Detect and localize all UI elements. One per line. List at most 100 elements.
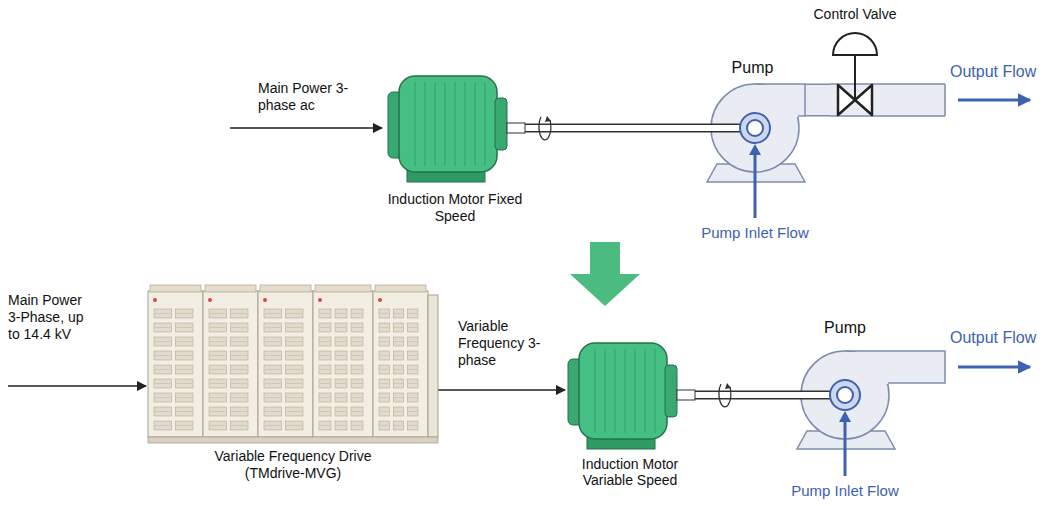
grille — [232, 327, 248, 328]
motor-rib — [485, 82, 486, 166]
flow-arrow — [958, 366, 1030, 369]
cabinet — [148, 291, 203, 437]
grille — [351, 337, 363, 346]
grille — [155, 313, 171, 314]
vfd-icon — [148, 285, 438, 445]
grille — [265, 369, 281, 370]
inlet-arrow — [839, 411, 851, 422]
flow-arrow — [958, 99, 1030, 102]
grille — [408, 351, 418, 360]
grille — [393, 421, 403, 430]
pump-drawing — [700, 84, 805, 218]
grille — [176, 379, 194, 388]
valve-drawing — [830, 33, 880, 116]
cabinet — [258, 291, 313, 437]
grille — [379, 337, 389, 346]
grille — [231, 393, 249, 402]
grille — [394, 327, 402, 328]
grille — [210, 383, 226, 384]
motor-shaft — [507, 123, 525, 133]
grille — [319, 337, 331, 346]
power-arrow — [230, 127, 382, 129]
pipe — [805, 85, 830, 115]
grille — [264, 309, 282, 318]
grille — [177, 313, 193, 314]
grille — [351, 365, 363, 374]
control-valve: Control Valve — [805, 5, 905, 118]
grille — [351, 323, 363, 332]
grille — [155, 397, 171, 398]
grille — [265, 341, 281, 342]
grille — [287, 411, 303, 412]
grille — [379, 351, 389, 360]
grille — [394, 313, 402, 314]
pump-outlet — [845, 351, 945, 383]
grille — [351, 407, 363, 416]
pump-icon — [700, 78, 805, 188]
motor-fixed: Induction Motor Fixed Speed — [385, 43, 525, 225]
grille — [320, 411, 330, 412]
grille — [154, 351, 172, 360]
grille — [336, 313, 346, 314]
motor-variable: Induction Motor Variable Speed — [565, 325, 695, 488]
grille — [264, 393, 282, 402]
motor-rib — [655, 349, 656, 433]
cabinet-top — [375, 285, 426, 292]
motor-rib — [605, 349, 606, 433]
transition-arrow — [570, 242, 640, 306]
valve-body — [838, 85, 872, 115]
grille — [232, 341, 248, 342]
grille — [264, 379, 282, 388]
grille — [380, 425, 388, 426]
grille — [336, 383, 346, 384]
grille — [209, 393, 227, 402]
grille — [408, 407, 418, 416]
rotation-arrow — [539, 117, 551, 140]
grille — [352, 341, 362, 342]
grille — [335, 421, 347, 430]
grille — [176, 393, 194, 402]
pump-eye — [747, 120, 763, 136]
grille — [393, 365, 403, 374]
grille — [393, 323, 403, 332]
grille — [155, 341, 171, 342]
grille — [209, 323, 227, 332]
grille — [209, 351, 227, 360]
grille — [379, 309, 389, 318]
grille — [320, 327, 330, 328]
grille — [409, 341, 417, 342]
grille — [209, 337, 227, 346]
flow-label: Output Flow — [950, 328, 1054, 347]
valve-actuator — [833, 33, 877, 55]
grille — [394, 383, 402, 384]
grille — [379, 393, 389, 402]
cabinet — [313, 291, 373, 437]
grille — [154, 407, 172, 416]
component-label: Pump — [790, 318, 900, 338]
motor-rib — [615, 349, 616, 433]
grille — [232, 369, 248, 370]
pump-outlet — [755, 84, 805, 116]
grille — [393, 393, 403, 402]
motor-drawing — [388, 76, 525, 182]
rotation-arrow — [545, 116, 551, 122]
grille — [319, 393, 331, 402]
grille — [231, 351, 249, 360]
motor-rib — [645, 349, 646, 433]
outlet-pipe — [880, 84, 945, 116]
grille — [380, 341, 388, 342]
grille — [232, 411, 248, 412]
grille — [352, 355, 362, 356]
grille — [286, 393, 304, 402]
grille — [154, 421, 172, 430]
grille — [265, 425, 281, 426]
grille — [154, 337, 172, 346]
grille — [380, 411, 388, 412]
grille — [210, 313, 226, 314]
grille — [264, 351, 282, 360]
grille — [264, 421, 282, 430]
grille — [409, 327, 417, 328]
grille — [209, 421, 227, 430]
grille — [177, 369, 193, 370]
